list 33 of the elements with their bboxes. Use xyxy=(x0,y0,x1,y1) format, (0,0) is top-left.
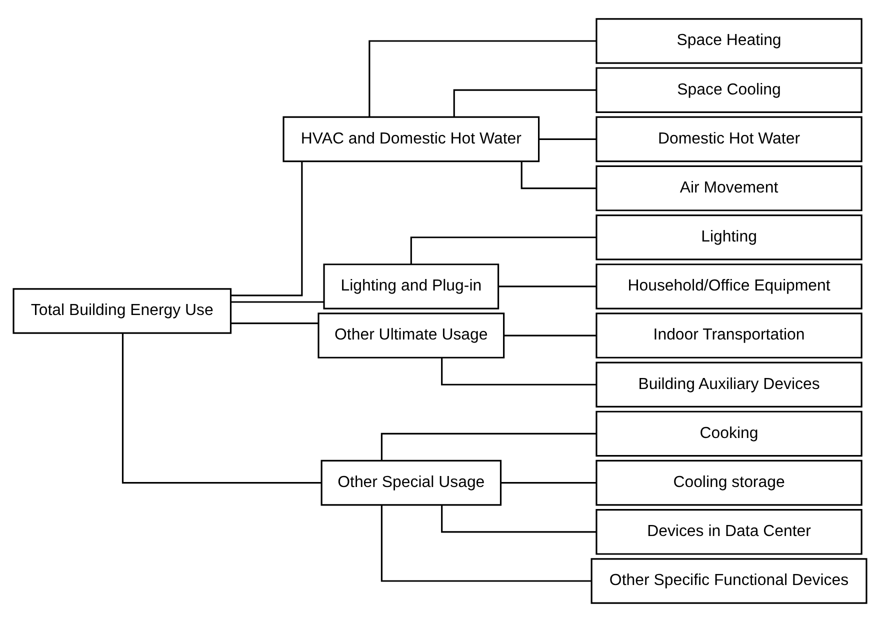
connector xyxy=(368,40,596,117)
connector xyxy=(441,505,596,533)
node-box: Space Heating xyxy=(596,18,862,64)
node-box: Other Specific Functional Devices xyxy=(590,558,868,604)
connector xyxy=(231,322,318,324)
node-box: Other Ultimate Usage xyxy=(318,312,505,358)
node-box: Lighting and Plug-in xyxy=(323,264,500,310)
connector xyxy=(504,334,596,336)
node-box: Building Auxiliary Devices xyxy=(596,362,862,408)
connector xyxy=(231,301,324,303)
connector xyxy=(520,161,596,190)
connector xyxy=(380,505,592,582)
node-box: Household/Office Equipment xyxy=(596,264,862,310)
node-box: Lighting xyxy=(596,214,862,260)
node-box: Space Cooling xyxy=(596,67,862,113)
node-box: Other Special Usage xyxy=(320,460,502,506)
node-box: Air Movement xyxy=(596,165,862,212)
connector xyxy=(441,358,596,386)
connector xyxy=(410,236,596,264)
connector xyxy=(380,432,596,461)
connector xyxy=(498,286,596,288)
node-box: Total Building Energy Use xyxy=(12,288,232,334)
node-box: Devices in Data Center xyxy=(596,509,862,555)
node-box: Cooking xyxy=(596,410,862,457)
connector xyxy=(500,482,596,484)
node-box: Indoor Transportation xyxy=(596,312,862,358)
node-box: Domestic Hot Water xyxy=(596,116,862,162)
connector xyxy=(230,162,303,296)
connector xyxy=(539,138,596,140)
node-box: HVAC and Domestic Hot Water xyxy=(282,116,540,162)
connector xyxy=(122,333,322,484)
connector xyxy=(453,89,596,117)
node-box: Cooling storage xyxy=(596,460,862,506)
